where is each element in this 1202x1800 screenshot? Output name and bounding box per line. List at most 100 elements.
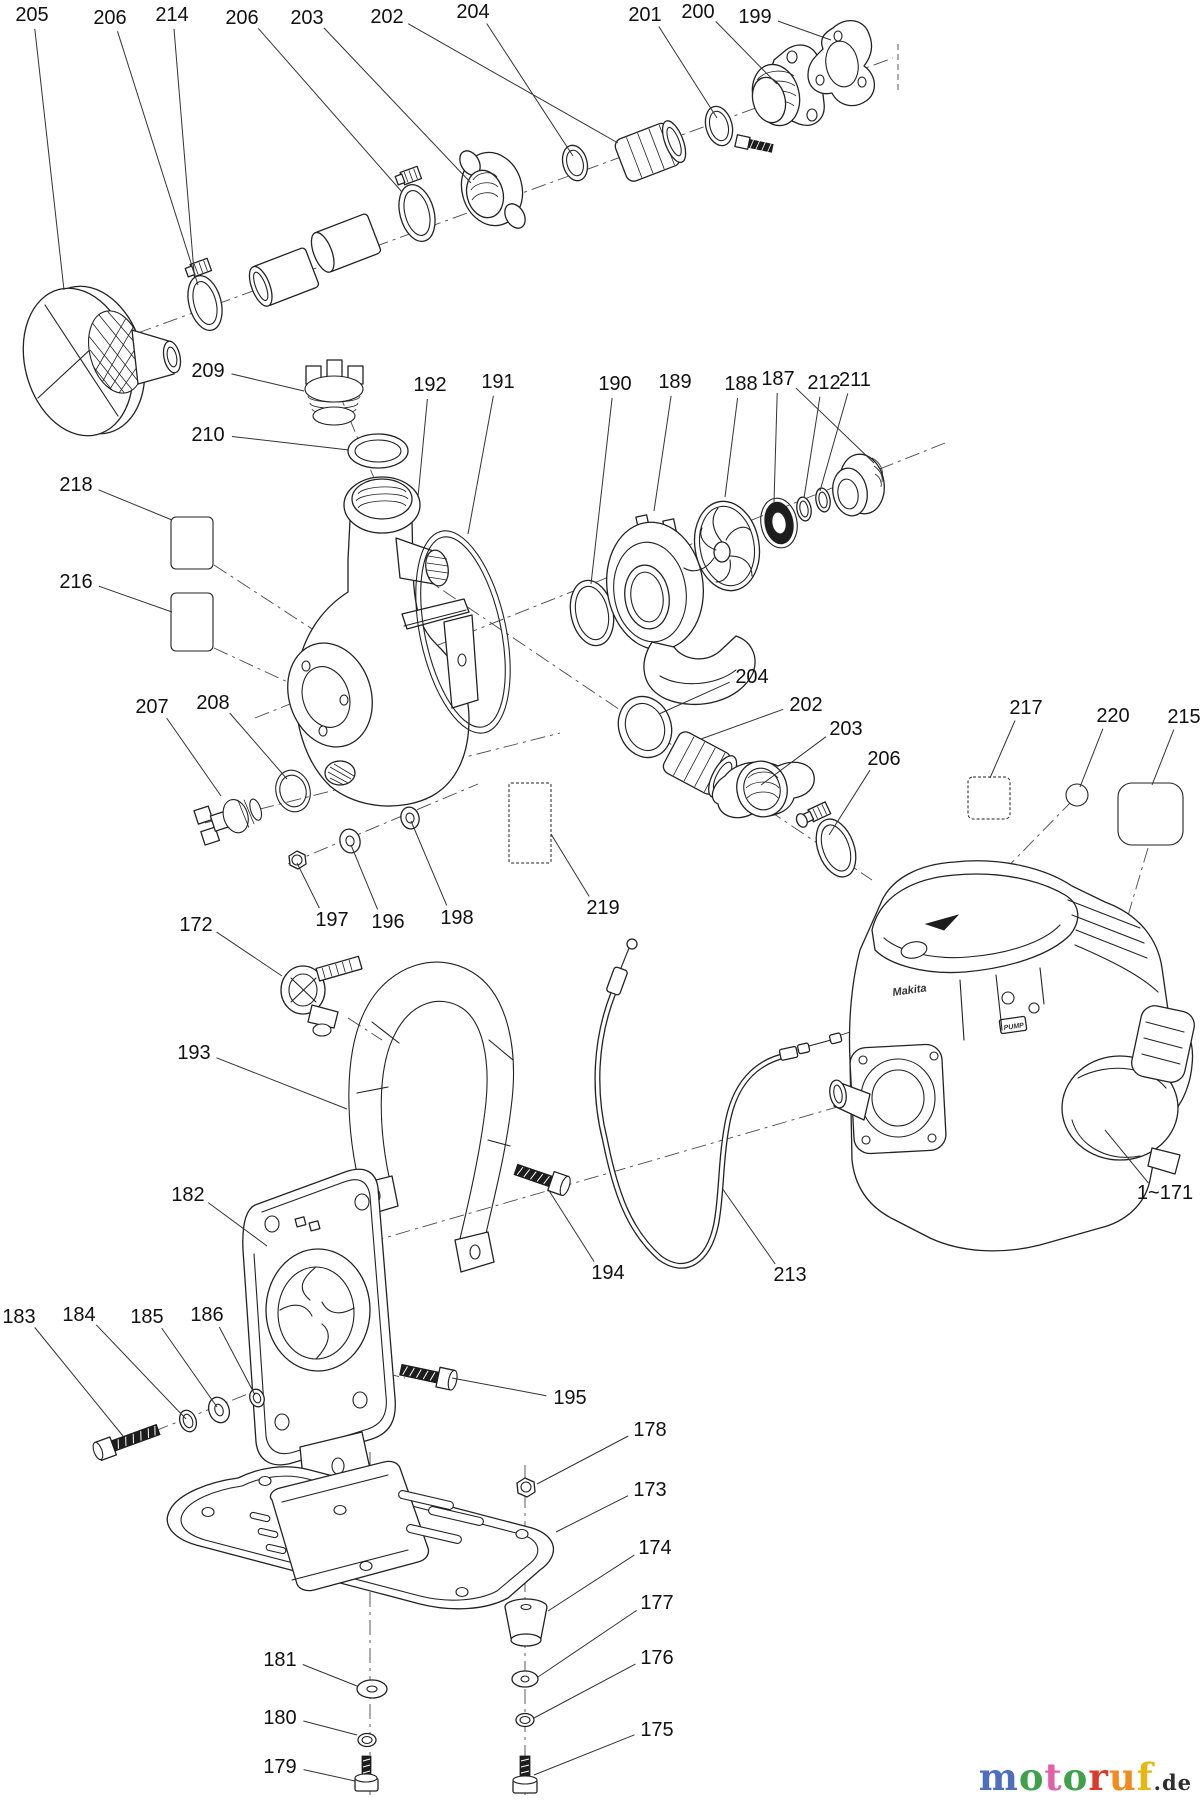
leader-line-202 <box>700 708 784 740</box>
part-number-184: 184 <box>62 1304 95 1326</box>
part-number-182: 182 <box>171 1184 204 1206</box>
bolt-179-drawing <box>354 1755 379 1792</box>
leader-line-177 <box>537 1609 637 1678</box>
leader-line-195 <box>451 1377 547 1397</box>
part-number-206: 206 <box>225 7 258 29</box>
part-number-218: 218 <box>59 474 92 496</box>
mechanical-seal-drawing <box>832 453 885 517</box>
part-number-194: 194 <box>591 1262 624 1284</box>
fuel-cock-172-drawing <box>280 955 363 1037</box>
leader-line-189 <box>653 395 672 512</box>
part-number-214: 214 <box>155 4 188 26</box>
spring-washer-176-drawing <box>515 1712 535 1728</box>
part-number-208: 208 <box>196 692 229 714</box>
motoruf-logo: motoruf.de <box>979 1759 1192 1796</box>
part-number-189: 189 <box>658 371 691 393</box>
leader-line-175 <box>533 1734 635 1776</box>
sticker-216-drawing <box>170 592 214 652</box>
washer-196-drawing <box>339 828 361 854</box>
leader-line-205 <box>34 28 65 291</box>
leader-line-211 <box>819 393 849 492</box>
hose-piece-2-drawing <box>310 213 382 273</box>
coupling-nut-delivery-drawing <box>711 760 815 819</box>
leader-line-214 <box>173 28 195 273</box>
washer-177-drawing <box>511 1670 539 1688</box>
part-number-179: 179 <box>263 1756 296 1778</box>
part-number-183: 183 <box>2 1306 35 1328</box>
flange-bolt-drawing <box>734 134 774 153</box>
leader-line-186 <box>218 1326 256 1396</box>
o-ring-201-drawing <box>704 105 734 147</box>
leader-line-176 <box>533 1663 636 1719</box>
ring-212-drawing <box>796 496 812 522</box>
leader-line-215 <box>1151 729 1175 786</box>
leader-line-190 <box>590 397 613 585</box>
part-number-206: 206 <box>93 7 126 29</box>
part-number-203: 203 <box>290 7 323 29</box>
impeller-188-drawing <box>683 500 761 592</box>
leader-line-193 <box>216 1057 348 1110</box>
part-number-185: 185 <box>130 1306 163 1328</box>
leader-line-172 <box>216 931 283 977</box>
leader-line-202 <box>407 23 619 144</box>
spring-washer-180-drawing <box>357 1732 377 1748</box>
leader-line-187 <box>795 387 875 464</box>
part-number-198: 198 <box>440 907 473 929</box>
part-number-217: 217 <box>1009 697 1042 719</box>
part-number-215: 215 <box>1167 706 1200 728</box>
o-ring-210-drawing <box>347 433 409 469</box>
washer-185-drawing <box>207 1396 231 1424</box>
logo-letter: o <box>1062 1755 1089 1799</box>
leader-line-208 <box>229 712 288 780</box>
part-number-178: 178 <box>633 1419 666 1441</box>
part-number-204: 204 <box>456 1 489 23</box>
leader-line-1~171 <box>1104 1129 1149 1184</box>
part-number-201: 201 <box>628 4 661 26</box>
part-number-204: 204 <box>735 666 768 688</box>
leader-line-218 <box>98 489 173 521</box>
leader-line-192 <box>417 398 428 498</box>
engine-assembly-drawing: Makita PUMP <box>829 860 1195 1252</box>
part-number-191: 191 <box>481 371 514 393</box>
leader-line-184 <box>95 1324 187 1420</box>
sticker-220-drawing <box>1065 783 1089 807</box>
leader-line-200 <box>715 21 778 85</box>
pump-casing-drawing <box>287 476 479 807</box>
leader-line-216 <box>98 585 173 613</box>
hose-coupling-delivery-drawing <box>662 731 738 799</box>
part-number-180: 180 <box>263 1707 296 1729</box>
leader-line-182 <box>207 1202 268 1247</box>
leader-line-204 <box>658 681 730 715</box>
strainer-mesh <box>87 304 151 400</box>
nut-178-drawing <box>516 1477 536 1498</box>
throttle-cable-213-drawing <box>594 938 903 1269</box>
clamp-screw-drawing <box>184 257 213 278</box>
leader-line-183 <box>34 1327 124 1437</box>
leader-line-213 <box>721 1187 776 1265</box>
part-number-177: 177 <box>640 1592 673 1614</box>
leader-line-178 <box>536 1435 629 1485</box>
ring-211-drawing <box>815 487 831 513</box>
bolt-175-drawing <box>512 1755 538 1794</box>
part-number-181: 181 <box>263 1649 296 1671</box>
leader-line-217 <box>989 720 1016 779</box>
strainer-drawing <box>22 285 182 437</box>
part-number-187: 187 <box>761 368 794 390</box>
part-number-199: 199 <box>738 6 771 28</box>
leader-line-199 <box>777 20 832 41</box>
leader-line-219 <box>550 833 590 897</box>
seal-187-drawing <box>760 497 798 549</box>
hose-clamp-suction-drawing <box>184 257 223 332</box>
logo-letter: m <box>978 1755 1019 1799</box>
logo-letter: r <box>1088 1755 1109 1799</box>
logo-letter: o <box>1018 1755 1045 1799</box>
hose-clamp-delivery-drawing <box>795 801 857 878</box>
washer-186-drawing <box>249 1388 265 1408</box>
leader-line-174 <box>547 1554 635 1612</box>
part-number-173: 173 <box>633 1479 666 1501</box>
hose-coupling-suction-drawing <box>614 120 687 182</box>
washer-181-drawing <box>356 1679 388 1699</box>
